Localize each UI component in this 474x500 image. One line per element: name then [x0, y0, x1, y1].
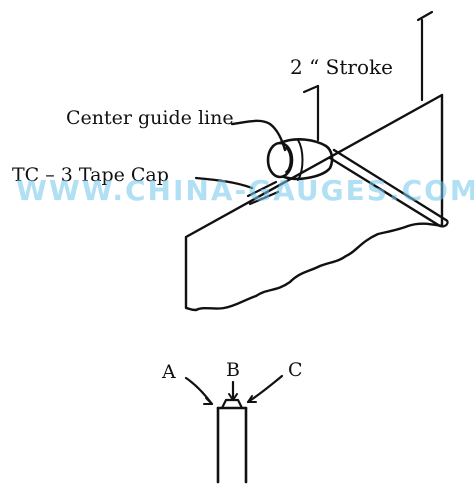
stroke-dimension-upper	[416, 10, 434, 102]
tube-detail	[184, 374, 284, 484]
watermark-text: WWW.CHINA-GAUGES.COM	[16, 174, 474, 207]
label-a: A	[161, 361, 176, 383]
center-guide-leader	[230, 119, 287, 152]
tape-cap	[266, 137, 334, 181]
label-b: B	[226, 359, 240, 381]
plate	[184, 93, 444, 312]
stroke-label: 2 “ Stroke	[290, 55, 393, 79]
tape-cap-label: TC – 3 Tape Cap	[12, 164, 169, 186]
label-c: C	[288, 359, 303, 381]
center-guide-line-label: Center guide line	[66, 107, 234, 129]
stroke-dimension-lower	[302, 84, 320, 142]
tape-cap-leader	[194, 176, 254, 190]
tape-rod	[246, 148, 449, 228]
